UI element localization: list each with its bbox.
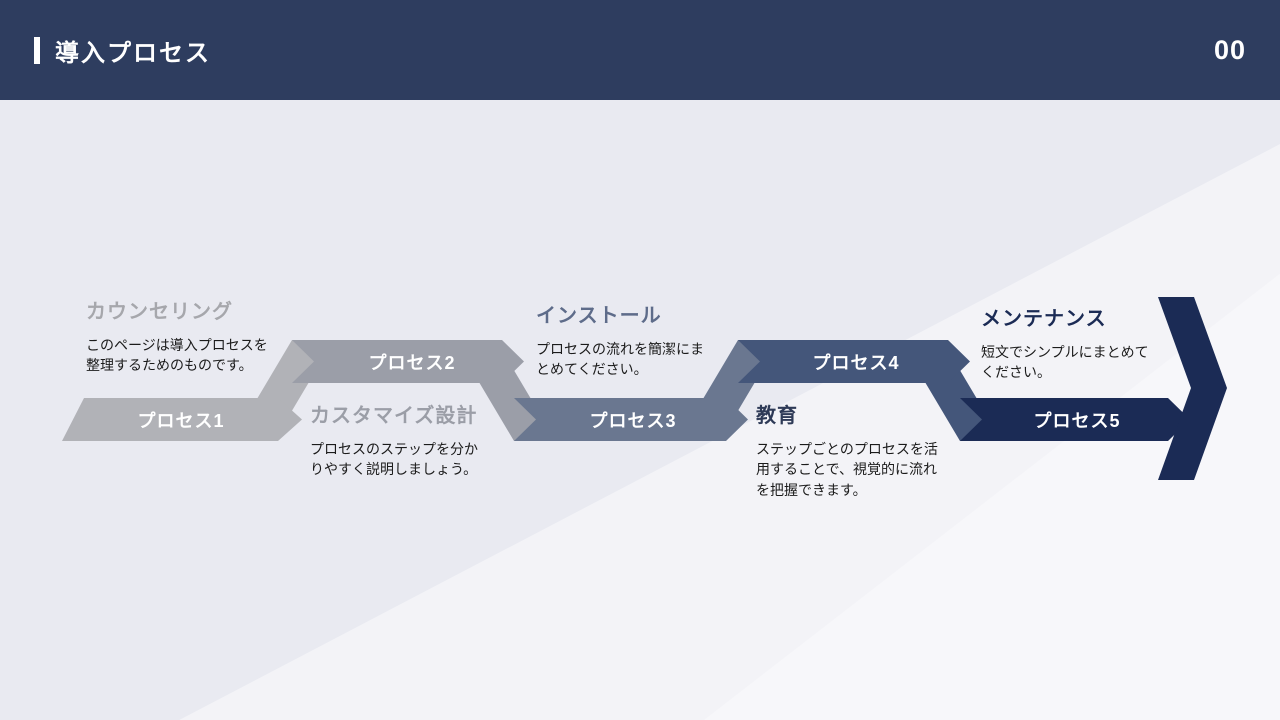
step-heading-4: 教育 bbox=[756, 405, 798, 427]
step-heading-1: カウンセリング bbox=[86, 301, 233, 323]
step-description-2: プロセスのステップを分か りやすく説明しましょう。 bbox=[310, 441, 478, 478]
step-heading-5: メンテナンス bbox=[981, 308, 1107, 330]
step-text-1: カウンセリング このページは導入プロセスを 整理するためのものです。 bbox=[86, 295, 301, 376]
process-band-3 bbox=[514, 398, 748, 441]
band-label-process5: プロセス5 bbox=[1033, 411, 1121, 431]
step-heading-3: インストール bbox=[536, 305, 662, 327]
step-description-4: ステップごとのプロセスを活 用することで、視覚的に流れ を把握できます。 bbox=[756, 441, 938, 498]
band-label-process2: プロセス2 bbox=[368, 353, 456, 373]
step-description-5: 短文でシンプルにまとめて ください。 bbox=[981, 344, 1149, 381]
band-label-process1: プロセス1 bbox=[137, 411, 225, 431]
step-text-3: インストール プロセスの流れを簡潔にま とめてください。 bbox=[536, 299, 741, 380]
process-band-4 bbox=[738, 340, 970, 383]
band-label-process4: プロセス4 bbox=[812, 353, 900, 373]
step-text-4: 教育 ステップごとのプロセスを活 用することで、視覚的に流れ を把握できます。 bbox=[756, 399, 961, 500]
step-text-5: メンテナンス 短文でシンプルにまとめて ください。 bbox=[981, 302, 1181, 383]
ribbon-arrow-tip bbox=[1158, 297, 1227, 480]
page-number: 00 bbox=[1213, 34, 1246, 65]
step-text-2: カスタマイズ設計 プロセスのステップを分か りやすく説明しましょう。 bbox=[310, 399, 515, 480]
step-description-3: プロセスの流れを簡潔にま とめてください。 bbox=[536, 341, 704, 378]
step-description-1: このページは導入プロセスを 整理するためのものです。 bbox=[86, 337, 268, 374]
header-bar: 導入プロセス 00 bbox=[0, 0, 1280, 100]
slide-title: 導入プロセス bbox=[55, 39, 211, 67]
step-heading-2: カスタマイズ設計 bbox=[310, 405, 478, 427]
process-band-2 bbox=[292, 340, 524, 383]
process-band-1 bbox=[62, 398, 302, 441]
title-accent-bar bbox=[34, 36, 40, 64]
band-label-process3: プロセス3 bbox=[589, 411, 677, 431]
process-band-5 bbox=[960, 398, 1190, 441]
